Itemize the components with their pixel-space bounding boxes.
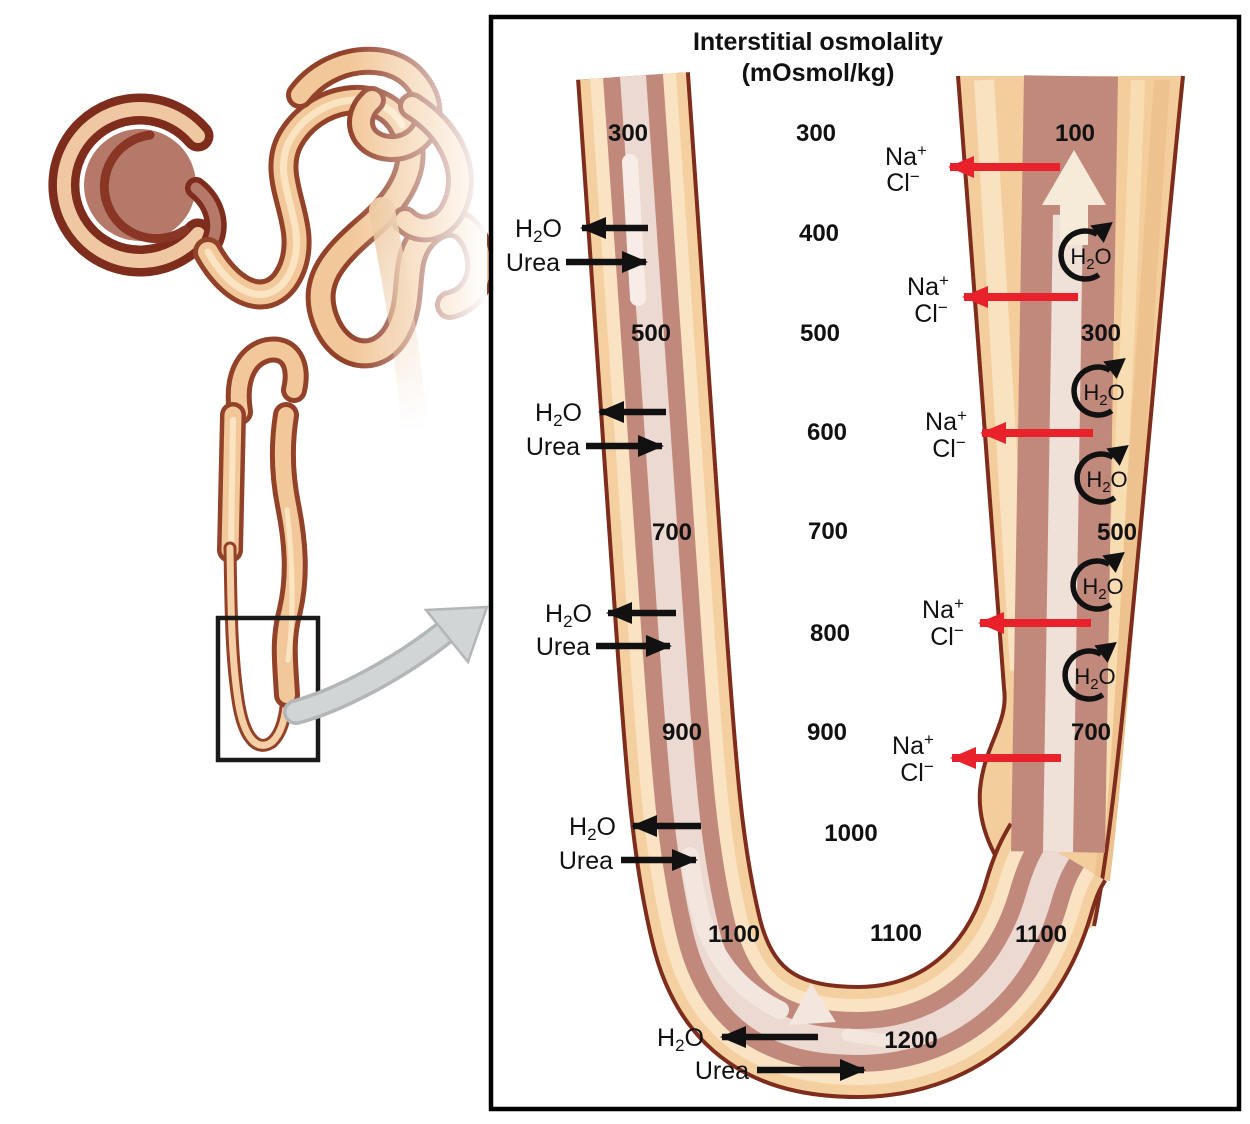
- cl-label: Cl−: [900, 757, 934, 787]
- descending-values: 300 500 700 900 1100: [608, 120, 760, 948]
- ascending-nacl-labels: Na+ Cl− Na+ Cl− Na+ Cl− Na+ Cl− Na+ Cl−: [885, 141, 1093, 787]
- urea-label: Urea: [695, 1057, 749, 1085]
- interstitium-value: 800: [810, 620, 850, 647]
- descending-value: 700: [652, 519, 692, 546]
- bend-flow-arrowhead: [789, 983, 836, 1025]
- h2o-recycle-label: H2O: [1086, 467, 1127, 496]
- descending-value: 1100: [708, 921, 760, 948]
- interstitium-value: 1000: [824, 820, 877, 847]
- h2o-recycle-label: H2O: [1083, 380, 1124, 409]
- cl-label: Cl−: [930, 621, 964, 651]
- zoom-box: [215, 615, 321, 763]
- ascending-value: 1100: [1015, 921, 1067, 948]
- h2o-recycle-label: H2O: [1070, 244, 1111, 273]
- loop-of-henle: [217, 402, 308, 752]
- descending-value: 900: [662, 719, 702, 746]
- na-label: Na+: [907, 271, 949, 301]
- descending-exchange-labels: H2O Urea H2O Urea H2O Urea H2O Urea H2O …: [506, 215, 866, 1085]
- cl-label: Cl−: [932, 433, 966, 463]
- ascending-up-arrow: [1042, 150, 1106, 245]
- panel-title-line1: Interstitial osmolality: [693, 28, 943, 56]
- interstitium-value: 300: [796, 120, 836, 147]
- ascending-value: 500: [1097, 519, 1137, 546]
- nephron-inset: [48, 30, 496, 810]
- zoom-arrow: [283, 605, 489, 725]
- panel-title-line2: (mOsmol/kg): [742, 59, 895, 87]
- interstitium-value: 700: [808, 518, 848, 545]
- bend-flow-dash: [841, 1028, 895, 1048]
- na-label: Na+: [925, 406, 967, 436]
- urea-label: Urea: [559, 847, 613, 875]
- h2o-label: H2O: [545, 600, 592, 631]
- h2o-recycle-label: H2O: [1074, 664, 1115, 693]
- na-label: Na+: [885, 141, 927, 171]
- interstitium-value: 500: [800, 320, 840, 347]
- ascending-values: 100 300 500 700 1100: [1015, 120, 1137, 948]
- urea-label: Urea: [506, 249, 560, 277]
- cl-label: Cl−: [886, 167, 920, 197]
- bend-value: 1200: [884, 1027, 937, 1054]
- na-label: Na+: [922, 594, 964, 624]
- interstitium-values: 300 400 500 600 700 800 900 1000 1100: [796, 120, 922, 947]
- interstitium-value: 600: [807, 419, 847, 446]
- descending-value: 500: [631, 320, 671, 347]
- ascending-value: 300: [1081, 320, 1121, 347]
- interstitium-value: 900: [807, 719, 847, 746]
- flow-arrows: [622, 150, 1106, 1048]
- urea-label: Urea: [536, 633, 590, 661]
- interstitium-value: 1100: [870, 920, 922, 947]
- ascending-value: 100: [1055, 120, 1095, 147]
- urea-label: Urea: [526, 433, 580, 461]
- descending-value: 300: [608, 120, 648, 147]
- cl-label: Cl−: [914, 298, 948, 328]
- ascending-value: 700: [1071, 719, 1111, 746]
- h2o-recycle-icons: H2O H2O H2O H2O H2O: [1061, 222, 1129, 699]
- main-panel: Interstitial osmolality (mOsmol/kg) 300 …: [488, 14, 1242, 1112]
- h2o-label: H2O: [569, 813, 616, 844]
- na-label: Na+: [892, 730, 934, 760]
- h2o-label: H2O: [515, 215, 562, 246]
- loop-artwork: [576, 71, 1185, 1100]
- h2o-label: H2O: [657, 1024, 704, 1055]
- h2o-recycle-label: H2O: [1082, 574, 1123, 603]
- h2o-label: H2O: [535, 399, 582, 430]
- bend-flow-shaft: [681, 847, 789, 1019]
- interstitium-value: 400: [799, 220, 839, 247]
- glomerulus: [48, 93, 227, 277]
